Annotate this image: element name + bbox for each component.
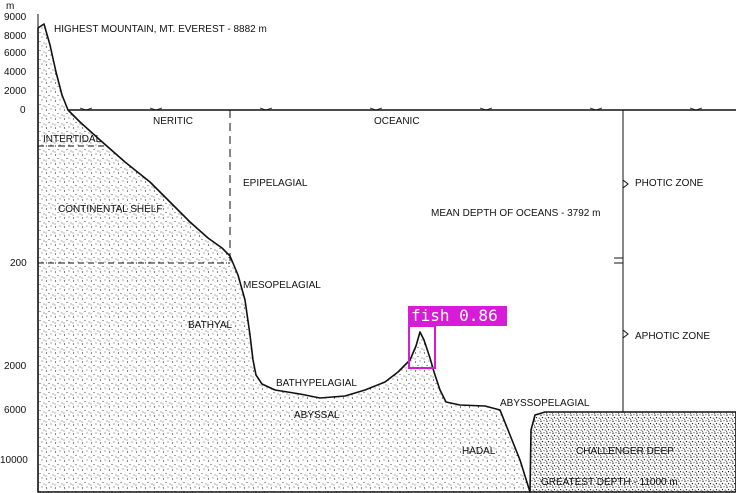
tick-label: 0	[20, 105, 26, 116]
abyssal-label: ABYSSAL	[294, 410, 340, 421]
trench-wall-right	[529, 411, 736, 493]
axis-unit: m	[6, 1, 14, 12]
neritic-label: NERITIC	[153, 116, 193, 127]
detection-label: fish 0.86	[411, 306, 498, 325]
hadal-label: HADAL	[462, 446, 496, 457]
depth-axis: m 9000 8000 6000 4000 2000 0 200 2000 60…	[0, 1, 39, 492]
tick-label: 4000	[4, 67, 27, 78]
greatest-depth-label: GREATEST DEPTH - 11000 m	[541, 477, 678, 488]
detection-label-background	[408, 306, 507, 326]
mean-depth-label: MEAN DEPTH OF OCEANS - 3792 m	[431, 208, 600, 219]
tick-label: 6000	[4, 48, 27, 59]
detection-box	[408, 325, 436, 369]
photic-zone-label: PHOTIC ZONE	[635, 178, 704, 189]
photic-zone-bracket	[614, 109, 629, 259]
detection-overlay: fish 0.86	[408, 306, 507, 369]
tick-label: 200	[10, 258, 27, 269]
challenger-deep-label: CHALLENGER DEEP	[576, 446, 674, 457]
oceanic-label: OCEANIC	[374, 116, 420, 127]
tick-label: 9000	[4, 12, 27, 23]
tick-label: 8000	[4, 31, 27, 42]
tick-label: 2000	[4, 86, 27, 97]
intertidal-label: INTERTIDAL	[43, 134, 102, 145]
tick-label: 6000	[4, 405, 27, 416]
everest-label: HIGHEST MOUNTAIN, MT. EVEREST - 8882 m	[54, 24, 267, 35]
bathypelagial-label: BATHYPELAGIAL	[276, 378, 357, 389]
epipelagial-label: EPIPELAGIAL	[243, 178, 308, 189]
aphotic-zone-bracket	[614, 262, 629, 412]
continental-shelf-label: CONTINENTAL SHELF	[58, 204, 162, 215]
aphotic-zone-label: APHOTIC ZONE	[635, 331, 710, 342]
bathyal-label: BATHYAL	[188, 320, 233, 331]
tick-label: 10000	[0, 455, 28, 466]
abyssopelagial-label: ABYSSOPELAGIAL	[500, 398, 590, 409]
continental-landmass	[37, 23, 531, 493]
mesopelagial-label: MESOPELAGIAL	[243, 280, 321, 291]
sea-surface-waves	[79, 107, 703, 111]
tick-label: 2000	[4, 361, 27, 372]
